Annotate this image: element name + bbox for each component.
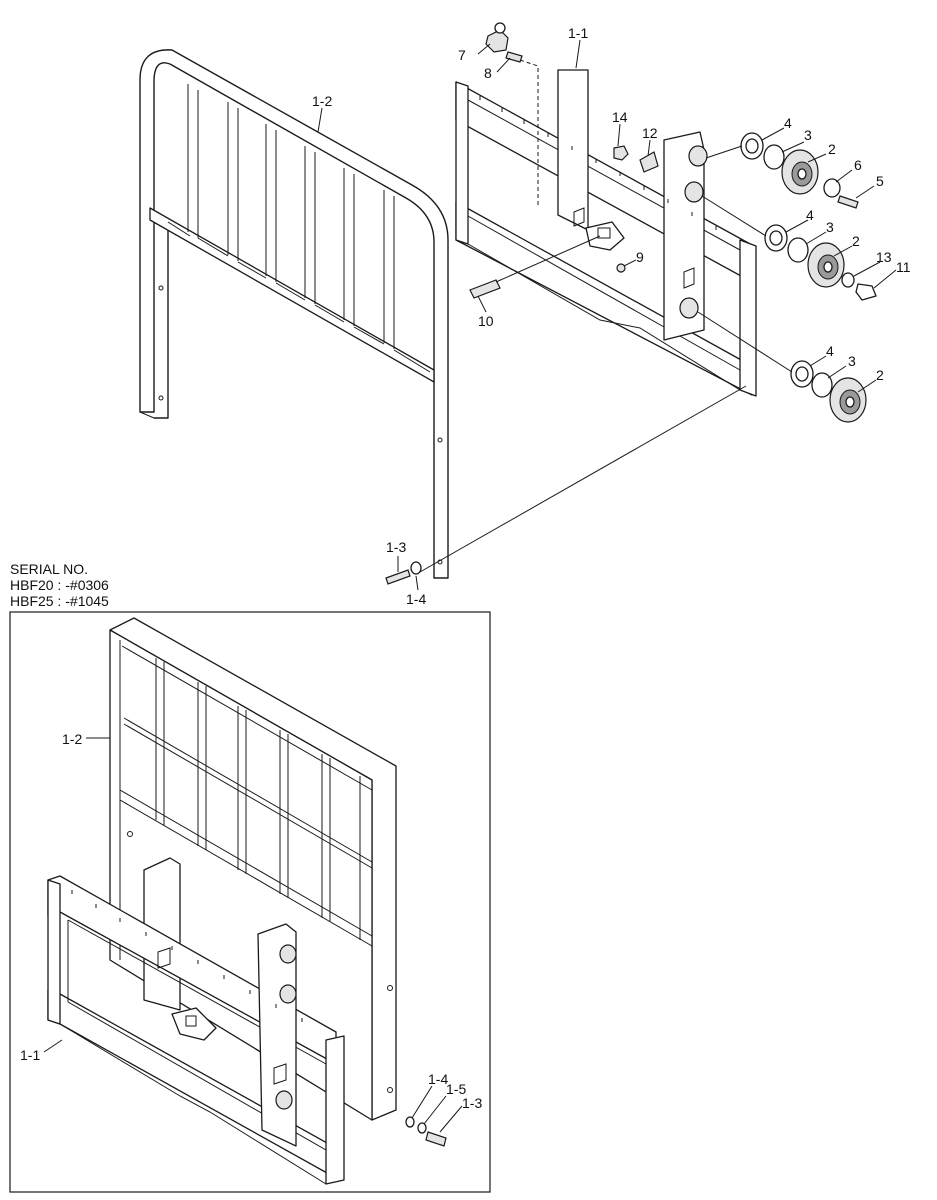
serial-line-hbf20: HBF20 : -#0306: [10, 577, 109, 593]
callout-3a: 3: [804, 127, 812, 143]
callout-14: 14: [612, 109, 628, 125]
callout-labels: 1-2 1-1 7 8 14 12 4 3 2 6 5 4 3 2 13 11 …: [312, 25, 911, 607]
serial-title: SERIAL NO.: [10, 561, 88, 577]
inset-callout-1-2: 1-2: [62, 731, 82, 747]
callout-1-4: 1-4: [406, 591, 426, 607]
callout-4a: 4: [784, 115, 792, 131]
load-backrest-frame: [139, 49, 449, 579]
inset-hardware: [43, 737, 463, 1147]
roller-stack-upper: [740, 132, 859, 209]
callout-8: 8: [484, 65, 492, 81]
callout-11: 11: [896, 259, 911, 275]
inset-callout-1-5: 1-5: [446, 1081, 466, 1097]
callout-7: 7: [458, 47, 466, 63]
callout-2a: 2: [828, 141, 836, 157]
inset-callout-1-4: 1-4: [428, 1071, 448, 1087]
inset-callout-labels: 1-2 1-1 1-4 1-5 1-3: [20, 731, 482, 1111]
roller-stack-middle: [764, 224, 877, 301]
fork-carriage: [455, 59, 757, 397]
inset-callout-1-1: 1-1: [20, 1047, 40, 1063]
callout-10: 10: [478, 313, 494, 329]
callout-1-3: 1-3: [386, 539, 406, 555]
inset-fork-carriage: [47, 857, 345, 1185]
hardware-items: [469, 22, 659, 299]
callout-1-2: 1-2: [312, 93, 332, 109]
callout-5: 5: [876, 173, 884, 189]
callout-3c: 3: [848, 353, 856, 369]
callout-3b: 3: [826, 219, 834, 235]
callout-4c: 4: [826, 343, 834, 359]
callout-1-1: 1-1: [568, 25, 588, 41]
callout-12: 12: [642, 125, 658, 141]
callout-13: 13: [876, 249, 892, 265]
callout-6: 6: [854, 157, 862, 173]
roller-stack-lower: [790, 360, 867, 423]
callout-2b: 2: [852, 233, 860, 249]
callout-9: 9: [636, 249, 644, 265]
assembly-leader-lines: [385, 145, 793, 585]
serial-line-hbf25: HBF25 : -#1045: [10, 593, 109, 609]
callout-2c: 2: [876, 367, 884, 383]
inset-callout-1-3: 1-3: [462, 1095, 482, 1111]
serial-note: SERIAL NO. HBF20 : -#0306 HBF25 : -#1045: [10, 561, 109, 609]
inset-frame: [9, 611, 491, 1193]
callout-leaders: [317, 39, 897, 591]
callout-4b: 4: [806, 207, 814, 223]
